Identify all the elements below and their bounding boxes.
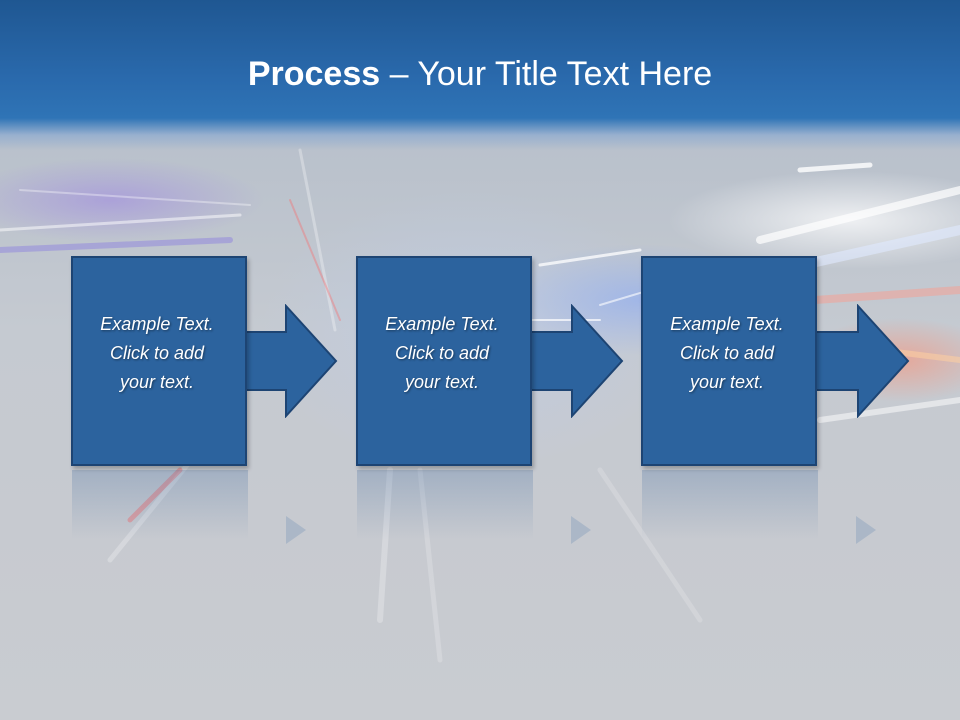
step-2-text[interactable]: Example Text. Click to add your text. [385,314,499,392]
step-3-text[interactable]: Example Text. Click to add your text. [670,314,784,392]
step-1-text[interactable]: Example Text. Click to add your text. [100,314,214,392]
arrow-2-reflection [571,516,591,544]
arrow-3-reflection [856,516,876,544]
arrow-1-icon [241,304,338,418]
step-3-box [641,256,817,466]
arrow-1-reflection [286,516,306,544]
step-1-box [71,256,247,466]
arrow-3-icon [813,304,910,418]
header-band [0,0,960,150]
step-2-box [356,256,532,466]
title-bold-part: Process [247,55,381,93]
step-3-reflection [642,470,818,540]
slide-title[interactable]: Process – Your Title Text Here [0,52,960,96]
step-1-card[interactable]: Example Text. Click to add your text. [71,256,247,466]
step-2-card[interactable]: Example Text. Click to add your text. [356,256,532,466]
step-2-reflection [357,470,533,540]
step-3-card[interactable]: Example Text. Click to add your text. [641,256,817,466]
arrow-2-icon [527,304,624,418]
step-1-reflection [72,470,248,540]
title-rest-part: – Your Title Text Here [380,55,713,93]
